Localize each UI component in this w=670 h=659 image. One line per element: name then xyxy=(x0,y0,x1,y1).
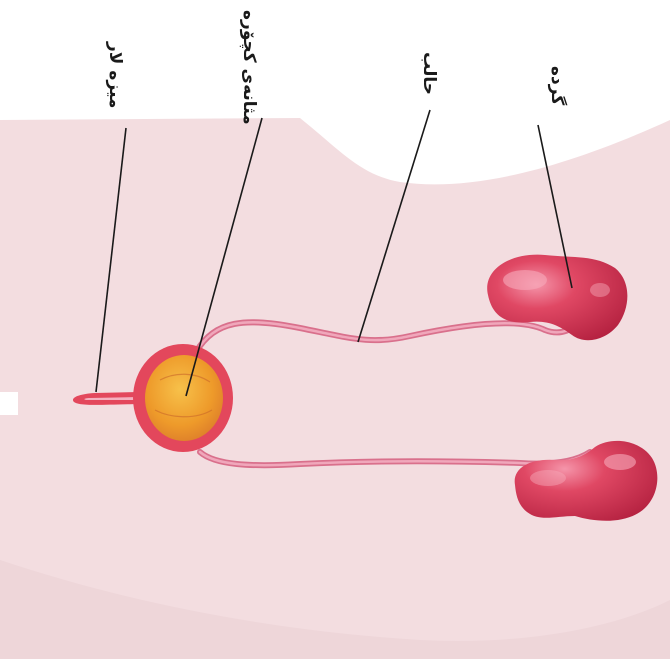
kidney-upper-highlight-2 xyxy=(590,283,610,297)
body-silhouette xyxy=(0,118,670,659)
label-urethra: میزه لار xyxy=(106,42,123,108)
kidney-upper-highlight xyxy=(503,270,547,290)
label-bladder: مثانه‌ی کچۆره xyxy=(240,10,257,125)
bladder-inner xyxy=(145,355,223,441)
label-kidney: گرده xyxy=(548,66,565,105)
kidney-lower-highlight xyxy=(604,454,636,470)
kidney-lower-highlight-2 xyxy=(530,470,566,486)
label-ureter: حالب xyxy=(420,52,437,95)
